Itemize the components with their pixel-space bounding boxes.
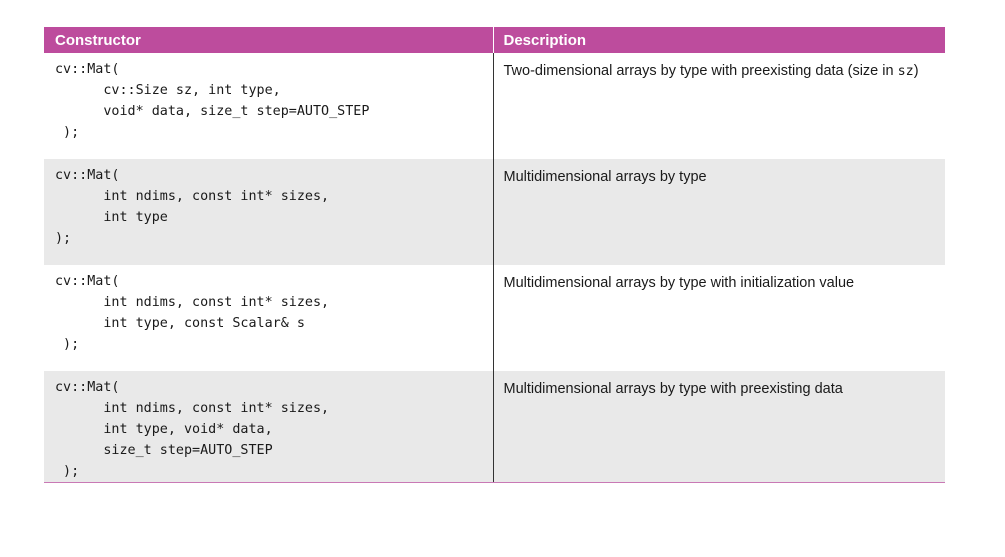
header-description: Description	[492, 27, 945, 53]
description-cell: Multidimensional arrays by type with pre…	[492, 371, 945, 483]
constructor-code: cv::Mat( cv::Size sz, int type, void* da…	[55, 62, 370, 140]
table-row: cv::Mat( cv::Size sz, int type, void* da…	[44, 53, 945, 159]
constructor-code: cv::Mat( int ndims, const int* sizes, in…	[55, 274, 330, 352]
constructor-cell: cv::Mat( int ndims, const int* sizes, in…	[44, 371, 493, 483]
table-row: cv::Mat( int ndims, const int* sizes, in…	[44, 265, 945, 371]
constructor-table: Constructor Description cv::Mat( cv::Siz…	[44, 27, 945, 483]
description-cell: Multidimensional arrays by type	[492, 159, 945, 265]
constructor-cell: cv::Mat( int ndims, const int* sizes, in…	[44, 265, 493, 371]
description-prefix: Two-dimensional arrays by type with pree…	[503, 63, 898, 79]
description-cell: Two-dimensional arrays by type with pree…	[492, 53, 945, 159]
table-row: cv::Mat( int ndims, const int* sizes, in…	[44, 371, 945, 483]
description-text: Multidimensional arrays by type	[503, 169, 707, 185]
constructor-cell: cv::Mat( int ndims, const int* sizes, in…	[44, 159, 493, 265]
table-row: cv::Mat( int ndims, const int* sizes, in…	[44, 159, 945, 265]
description-suffix: )	[913, 63, 919, 79]
header-constructor: Constructor	[44, 27, 493, 53]
constructor-code: cv::Mat( int ndims, const int* sizes, in…	[55, 380, 330, 479]
description-text: Two-dimensional arrays by type with pree…	[504, 59, 936, 84]
description-text: Multidimensional arrays by type with ini…	[503, 275, 855, 291]
header-row: Constructor Description	[44, 27, 945, 53]
description-cell: Multidimensional arrays by type with ini…	[492, 265, 945, 371]
description-inline-code: sz	[897, 64, 914, 79]
constructor-code: cv::Mat( int ndims, const int* sizes, in…	[55, 168, 330, 246]
constructor-cell: cv::Mat( cv::Size sz, int type, void* da…	[44, 53, 493, 159]
description-text: Multidimensional arrays by type with pre…	[503, 381, 843, 397]
